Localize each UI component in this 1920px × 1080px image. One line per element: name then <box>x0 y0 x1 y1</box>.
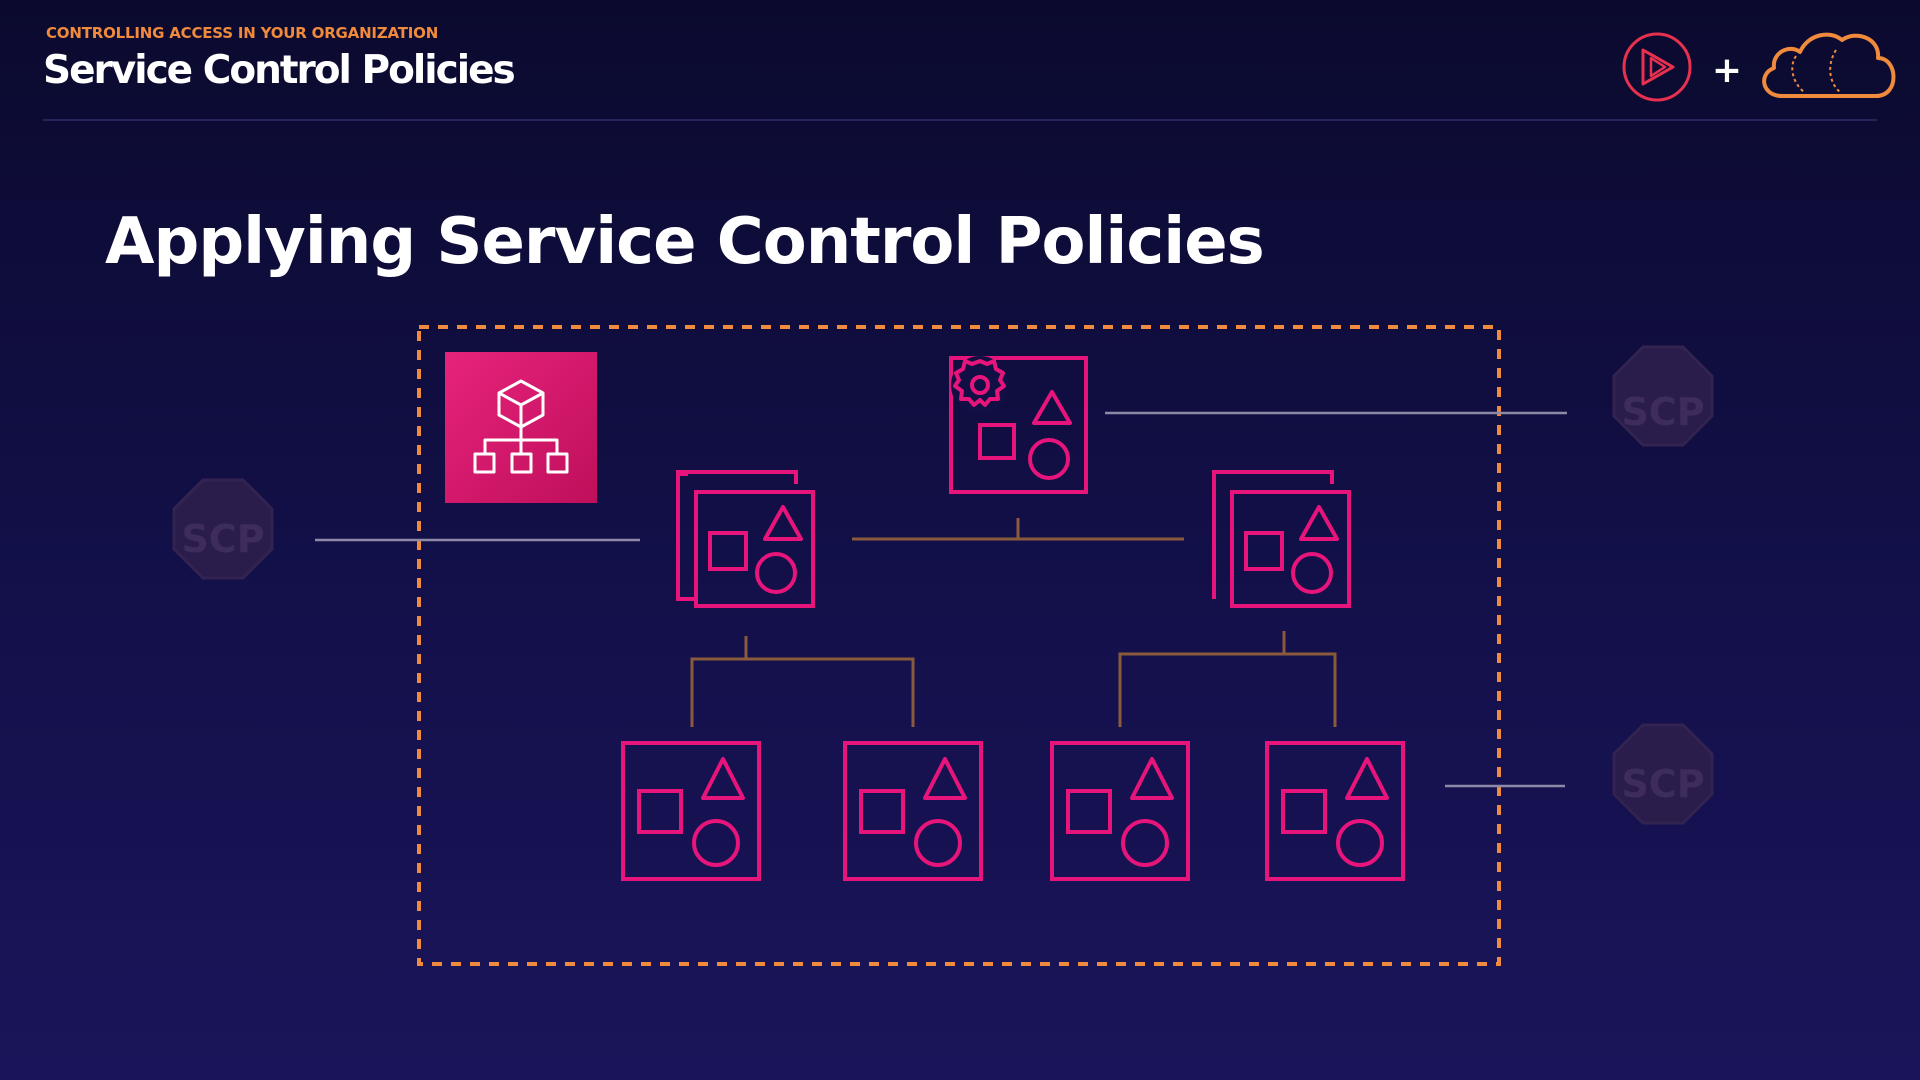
scp-attachment-lines <box>315 411 1567 788</box>
organization-boundary <box>417 325 1501 966</box>
organizational-unit-icon-right <box>1212 470 1351 608</box>
header-title: Service Control Policies <box>43 48 516 93</box>
section-eyebrow: CONTROLLING ACCESS IN YOUR ORGANIZATION <box>46 24 439 42</box>
scp-badge-left: SCP <box>172 478 274 580</box>
member-account-icon-4 <box>1265 741 1405 881</box>
hierarchy-connectors <box>690 518 1337 727</box>
member-account-icon-1 <box>621 741 761 881</box>
play-logo-icon <box>1622 32 1692 102</box>
header-divider <box>43 119 1877 121</box>
management-account-icon <box>949 356 1088 494</box>
scp-label: SCP <box>1621 390 1704 434</box>
organizational-unit-icon-left <box>676 470 815 608</box>
slide-heading: Applying Service Control Policies <box>105 205 1265 279</box>
scp-label: SCP <box>181 517 264 561</box>
aws-organizations-icon <box>445 352 597 503</box>
scp-badge-bottom-right: SCP <box>1612 723 1714 825</box>
member-account-icon-2 <box>843 741 983 881</box>
plus-sign: + <box>1712 50 1742 91</box>
connector-ou-left <box>690 657 915 727</box>
cloud-logo-icon <box>1762 32 1896 98</box>
scp-label: SCP <box>1621 762 1704 806</box>
connector-ou-right <box>1118 652 1337 727</box>
scp-badge-top-right: SCP <box>1612 345 1714 447</box>
member-account-icon-3 <box>1050 741 1190 881</box>
